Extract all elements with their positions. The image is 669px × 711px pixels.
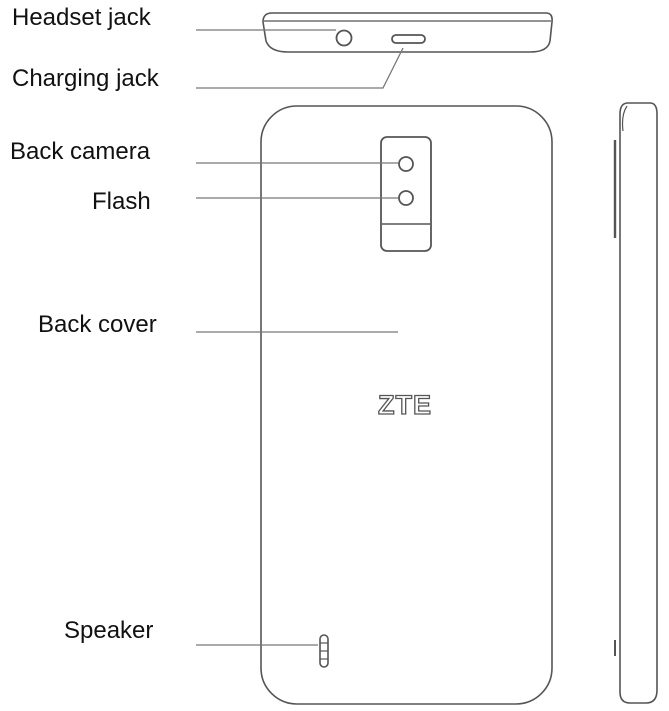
back-camera-label: Back camera: [10, 138, 151, 165]
charging-jack-port: [391, 34, 426, 44]
leader-lines: [196, 29, 404, 646]
back-cover-outline: [260, 105, 553, 705]
headset-jack-port: [335, 29, 353, 47]
charging-jack-label: Charging jack: [12, 65, 159, 92]
zte-logo: ZTE: [377, 390, 432, 420]
flash-lens: [398, 190, 414, 206]
leader-charging-jack: [196, 47, 404, 89]
phone-side-view: [613, 102, 658, 704]
speaker-label: Speaker: [64, 617, 154, 644]
back-camera-lens: [398, 156, 414, 172]
phone-top-edge: [262, 12, 553, 53]
camera-module: [380, 136, 432, 252]
back-cover-label: Back cover: [38, 311, 157, 338]
headset-jack-label: Headset jack: [12, 4, 151, 31]
phone-back-view: [260, 105, 553, 705]
flash-label: Flash: [92, 188, 151, 215]
